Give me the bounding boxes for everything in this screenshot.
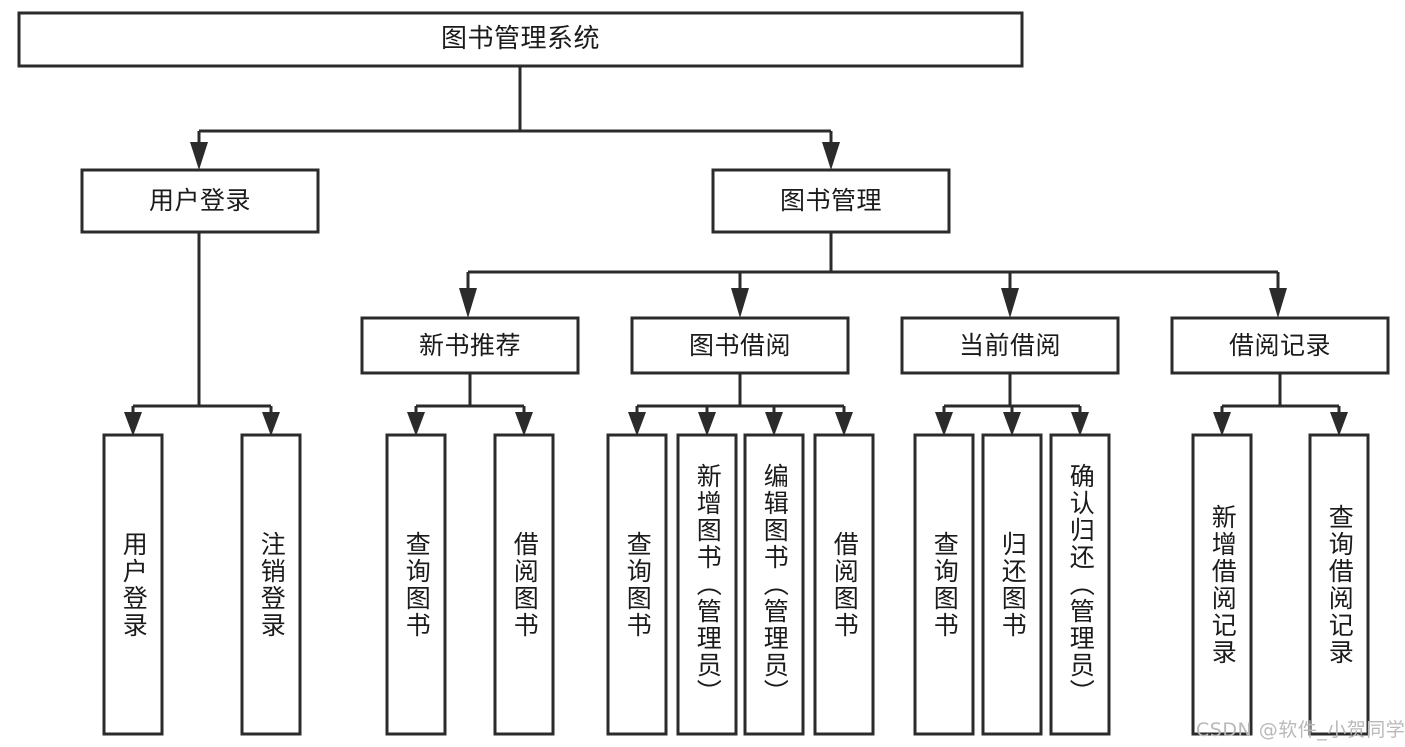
node-label-leaf12: 新增借阅记录 — [1208, 503, 1238, 666]
arrow-head-icon — [765, 412, 783, 436]
arrow-head-icon — [190, 142, 208, 170]
node-label-borrow: 图书借阅 — [688, 330, 791, 360]
node-label-current: 当前借阅 — [958, 330, 1061, 360]
node-box-leaf4[interactable] — [493, 433, 555, 736]
connector-newbook-to-leaves — [407, 373, 533, 436]
node-box-login[interactable] — [80, 168, 320, 234]
node-box-current[interactable] — [900, 316, 1120, 375]
arrow-head-icon — [1071, 412, 1089, 436]
node-label-leaf7: 编辑图书（管理员） — [760, 463, 790, 706]
arrow-head-icon — [124, 412, 142, 436]
node-label-bookmgmt: 图书管理 — [779, 186, 882, 216]
connector-root-to-level1 — [190, 66, 840, 170]
node-label-login: 用户登录 — [148, 186, 251, 216]
node-label-leaf1: 用户登录 — [119, 530, 149, 639]
arrow-head-icon — [1003, 412, 1021, 436]
node-label-leaf8: 借阅图书 — [830, 530, 860, 639]
arrow-head-icon — [1001, 288, 1019, 318]
connector-login-to-leaves — [124, 232, 280, 436]
node-box-bookmgmt[interactable] — [711, 168, 951, 234]
node-box-leaf9[interactable] — [913, 433, 975, 736]
node-box-newbook[interactable] — [360, 316, 580, 375]
arrow-head-icon — [515, 412, 533, 436]
arrow-head-icon — [262, 412, 280, 436]
arrow-head-icon — [835, 412, 853, 436]
arrow-head-icon — [1213, 412, 1231, 436]
node-label-leaf13: 查询借阅记录 — [1325, 503, 1355, 666]
node-box-leaf2[interactable] — [240, 433, 302, 736]
node-box-leaf6[interactable] — [676, 433, 738, 736]
arrow-head-icon — [407, 412, 425, 436]
node-box-leaf10[interactable] — [981, 433, 1043, 736]
arrow-head-icon — [459, 288, 477, 318]
node-label-leaf2: 注销登录 — [257, 530, 287, 639]
connector-records-to-leaves — [1213, 373, 1348, 436]
node-box-records[interactable] — [1170, 316, 1390, 375]
node-label-leaf5: 查询图书 — [623, 530, 653, 639]
arrow-head-icon — [822, 142, 840, 170]
arrow-head-icon — [731, 288, 749, 318]
arrow-head-icon — [1269, 288, 1287, 318]
arrow-head-icon — [628, 412, 646, 436]
arrow-head-icon — [935, 412, 953, 436]
node-box-leaf7[interactable] — [743, 433, 805, 736]
node-label-leaf11: 确认归还（管理员） — [1066, 463, 1096, 706]
node-box-leaf8[interactable] — [813, 433, 875, 736]
arrow-head-icon — [698, 412, 716, 436]
node-label-newbook: 新书推荐 — [418, 330, 521, 360]
node-box-leaf1[interactable] — [102, 433, 164, 736]
arrow-head-icon — [1330, 412, 1348, 436]
node-label-records: 借阅记录 — [1228, 330, 1331, 360]
node-label-leaf4: 借阅图书 — [510, 530, 540, 639]
node-label-leaf9: 查询图书 — [930, 530, 960, 639]
node-label-leaf10: 归还图书 — [998, 530, 1028, 639]
node-box-leaf11[interactable] — [1049, 433, 1111, 736]
node-box-leaf12[interactable] — [1191, 433, 1253, 736]
node-label-leaf6: 新增图书（管理员） — [693, 463, 723, 706]
node-box-leaf3[interactable] — [385, 433, 447, 736]
node-label-root: 图书管理系统 — [440, 24, 600, 55]
connector-current-to-leaves — [935, 373, 1089, 436]
node-box-leaf13[interactable] — [1308, 433, 1370, 736]
node-box-root[interactable] — [17, 11, 1024, 68]
node-box-leaf5[interactable] — [606, 433, 668, 736]
connector-borrow-to-leaves — [628, 373, 853, 436]
node-label-leaf3: 查询图书 — [402, 530, 432, 639]
connector-bookmgmt-to-level2 — [459, 232, 1287, 318]
node-box-borrow[interactable] — [630, 316, 850, 375]
